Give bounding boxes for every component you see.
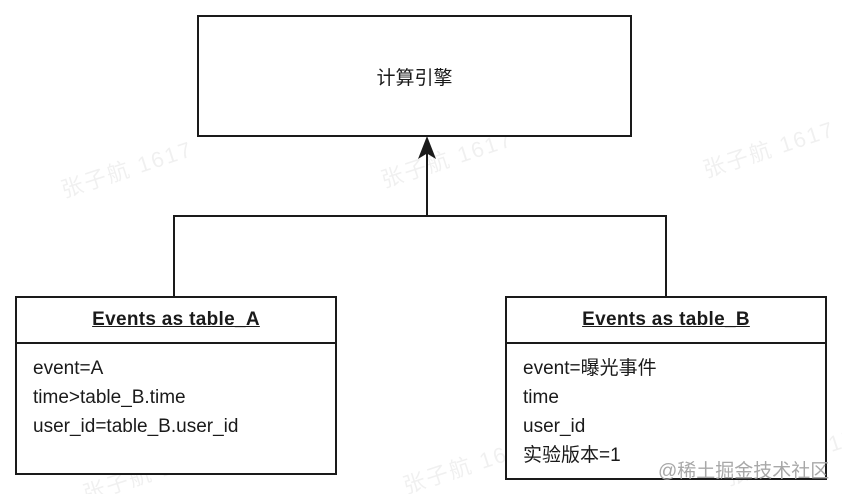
engine-box: 计算引擎 bbox=[197, 15, 632, 137]
table-b-row: time bbox=[523, 387, 559, 408]
table-b-header: Events as table_B bbox=[507, 298, 825, 344]
table-b-title: Events as table_B bbox=[582, 309, 750, 330]
table-b-row: 实验版本=1 bbox=[523, 445, 621, 466]
engine-label: 计算引擎 bbox=[376, 67, 453, 89]
arrowhead-up-icon bbox=[418, 136, 436, 159]
watermark-text: 张子航 1617 bbox=[57, 136, 197, 203]
watermark-text: 张子航 1617 bbox=[699, 116, 839, 183]
table-a-row: time>table_B.time bbox=[33, 387, 186, 408]
table-a-header: Events as table_A bbox=[17, 298, 335, 344]
table-a-row: user_id=table_B.user_id bbox=[33, 416, 239, 437]
table-a-title: Events as table_A bbox=[92, 309, 260, 330]
table-a-box: Events as table_A event=A time>table_B.t… bbox=[15, 296, 337, 475]
branch-connector-line bbox=[173, 215, 667, 296]
table-b-box: Events as table_B event=曝光事件 time user_i… bbox=[505, 296, 827, 480]
table-a-row: event=A bbox=[33, 358, 104, 379]
table-a-body: event=A time>table_B.time user_id=table_… bbox=[17, 344, 335, 441]
table-b-row: user_id bbox=[523, 416, 586, 437]
attribution-watermark: @稀土掘金技术社区 bbox=[658, 461, 830, 482]
table-b-row: event=曝光事件 bbox=[523, 358, 657, 379]
table-b-body: event=曝光事件 time user_id 实验版本=1 bbox=[507, 344, 825, 470]
